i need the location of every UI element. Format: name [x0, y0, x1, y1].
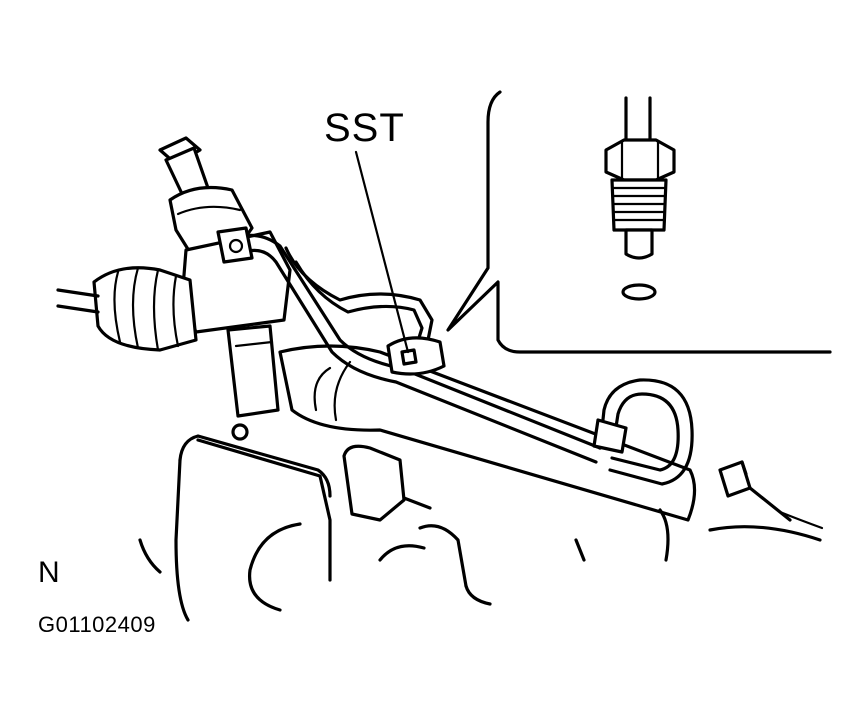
steering-gear-assembly-icon [56, 136, 824, 530]
vehicle-body-section [138, 434, 822, 622]
sst-leader-line [354, 150, 410, 354]
o-ring-icon [621, 283, 657, 301]
sst-tool-icon [386, 336, 446, 376]
pressure-tube-fitting-icon [604, 96, 676, 260]
figure-code: G01102409 [38, 612, 156, 637]
detail-inset-panel [446, 90, 832, 354]
sst-callout-label: SST [324, 106, 405, 150]
view-direction-label: N [38, 556, 60, 589]
pressure-tubes [216, 226, 694, 486]
